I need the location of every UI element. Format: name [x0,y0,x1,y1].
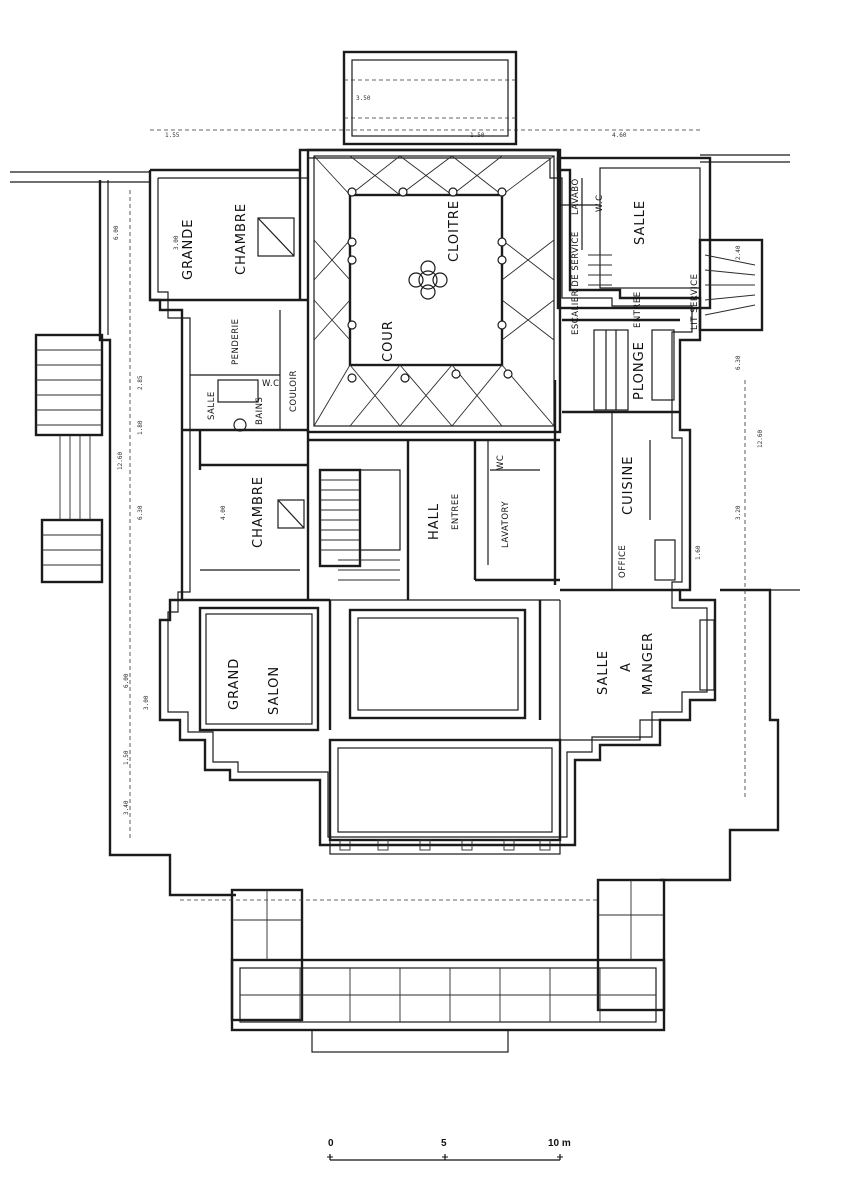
west-steps [34,333,104,584]
room-label-grand: GRAND [227,658,242,710]
dining-room [559,600,715,741]
room-label-cour: COUR [381,320,396,362]
left-wing-partitions [150,170,330,602]
grand-salon [198,606,320,732]
room-label-salle-bains-1: SALLE [207,391,217,420]
room-label-salle-right: SALLE [633,200,648,245]
room-label-salle-manger-1: SALLE [596,650,611,695]
dimension-label: 3.00 [173,235,180,250]
room-label-penderie: PENDERIE [231,318,241,365]
room-label-salle-manger-2: A [619,662,634,672]
dimension-label: 12.60 [117,452,124,470]
cloister [306,148,562,434]
service-block [556,156,764,332]
room-label-cloitre: CLOITRE [447,200,462,262]
room-label-salon: SALON [267,666,282,715]
house-outer-walls [148,148,717,847]
room-label-lavatory: LAVATORY [501,501,511,548]
dimension-label: 3.00 [143,695,150,710]
dimension-label: 4.60 [612,132,627,139]
room-label-salle-bains-2: BAINS [255,397,265,425]
dimension-label: 6.00 [123,673,130,688]
room-label-entree: ENTREE [451,493,461,530]
right-garden-wall [660,588,800,882]
room-label-wc-center: WC [496,455,506,470]
dimension-label: 6.30 [735,355,742,370]
scale-bar: 0 5 10 m [327,1138,571,1161]
dimension-label: 4.00 [220,505,227,520]
room-label-couloir: COULOIR [289,370,299,412]
room-label-entrees: ENTREE [633,291,643,328]
room-label-plonge: PLONGE [632,341,647,400]
dimension-label: 1.50 [123,750,130,765]
room-label-wc-left: W.C [262,379,280,389]
left-garden-wall [98,180,236,897]
room-label-grande: GRANDE [181,219,196,280]
main-staircase [277,468,401,581]
dimension-label: 1.50 [470,132,485,139]
dimension-label: 1.60 [695,545,702,560]
dimension-label: 1.55 [165,132,180,139]
dimension-labels: 1.55 1.50 4.60 3.50 6.00 3.00 12.60 6.30… [113,95,764,815]
central-reception [328,600,542,730]
dimension-label: 3.50 [356,95,371,102]
room-label-wc-service: W.C [595,194,605,212]
hall-partitions [308,380,560,601]
room-labels: GRANDE CHAMBRE PENDERIE COULOIR SALLE BA… [181,178,700,715]
south-terrace [328,738,562,855]
dimension-label: 2.85 [137,375,144,390]
quatrefoil-fountain [408,260,448,300]
dimension-label: 3.20 [735,505,742,520]
room-label-cuisine: CUISINE [621,456,636,515]
room-label-chambre-top: CHAMBRE [234,203,249,275]
kitchen-partitions [560,318,680,592]
room-label-lavabo: LAVABO [571,178,581,215]
north-terrace [342,50,518,146]
room-label-escalier-service: ESCALIER DE SERVICE [571,231,581,335]
room-label-office: OFFICE [618,545,628,578]
room-label-hall: HALL [427,503,442,540]
cloister-columns [347,187,513,383]
dimension-label: 6.00 [113,225,120,240]
dimension-label: 2.40 [735,245,742,260]
room-label-lit-service: LIT SERVICE [690,274,700,330]
dimension-label: 12.60 [757,430,764,448]
dimension-label: 6.30 [137,505,144,520]
dimension-label: 3.40 [123,800,130,815]
front-pergola [230,878,666,1053]
dimension-label: 1.80 [137,420,144,435]
dimension-guides [129,129,746,901]
room-label-chambre: CHAMBRE [251,476,266,548]
scale-label-10: 10 m [548,1138,571,1149]
scale-label-0: 0 [328,1138,334,1149]
scale-label-5: 5 [441,1138,447,1149]
street-lines [10,154,790,183]
room-label-salle-manger-3: MANGER [641,632,656,695]
